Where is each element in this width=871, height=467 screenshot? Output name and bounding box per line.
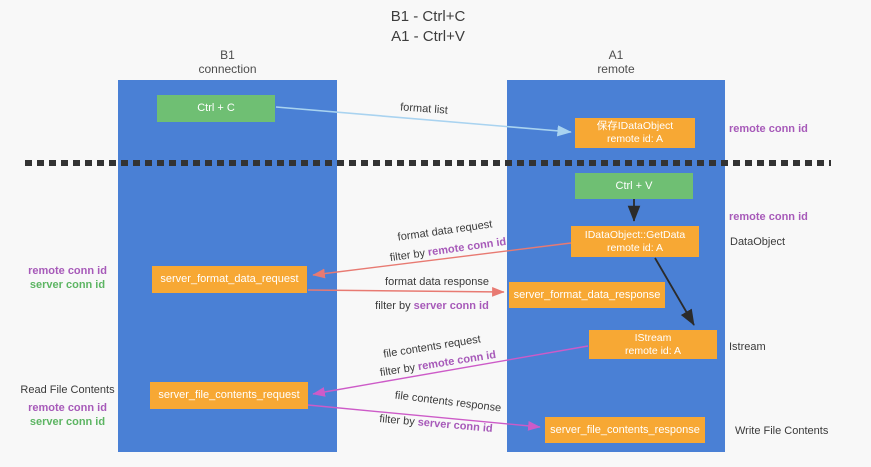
server-file-contents-request-box: server_file_contents_request: [150, 382, 308, 409]
title-line-1: B1 - Ctrl+C: [390, 8, 466, 25]
read-file-contents-annotation: Read File Contents: [20, 384, 115, 396]
istream-annotation: Istream: [729, 341, 766, 353]
write-file-contents-annotation: Write File Contents: [735, 425, 829, 437]
server-conn-id-annotation-bottom-left: server conn id: [29, 416, 106, 428]
saved-idataobject-box: 保存IDataObject remote id: A: [575, 118, 695, 148]
ctrl-v-box: Ctrl + V: [575, 173, 693, 199]
idataobject-getdata-box: IDataObject::GetData remote id: A: [571, 226, 699, 257]
istream-box: IStream remote id: A: [589, 330, 717, 359]
column-header-b1: B1 connection: [198, 48, 257, 76]
ctrl-c-box: Ctrl + C: [157, 95, 275, 122]
format-list-label: format list: [399, 101, 449, 117]
b1-conn-ids-annotation: remote conn id server conn id: [20, 264, 115, 292]
copy-paste-divider-dashed-line: [25, 160, 831, 166]
format-data-response-label: format data response: [385, 276, 489, 288]
read-file-contents-annotation-group: Read File Contents remote conn id server…: [20, 383, 115, 429]
server-format-data-response-box: server_format_data_response: [509, 282, 665, 308]
remote-conn-id-annotation-top-right: remote conn id: [729, 123, 808, 135]
server-format-data-request-box: server_format_data_request: [152, 266, 307, 293]
column-header-a1: A1 remote: [597, 48, 635, 76]
server-file-contents-response-box: server_file_contents_response: [545, 417, 705, 443]
format-data-response-arrow: [307, 286, 505, 297]
remote-conn-id-annotation-mid-right: remote conn id: [729, 211, 808, 223]
file-contents-response-label: file contents response: [394, 389, 502, 415]
remote-conn-id-annotation-left: remote conn id: [28, 265, 107, 277]
title-line-2: A1 - Ctrl+V: [391, 28, 465, 45]
diagram-title: B1 - Ctrl+C A1 - Ctrl+V: [0, 7, 856, 47]
dataobject-annotation: DataObject: [730, 236, 786, 248]
server-conn-id-annotation-left: server conn id: [29, 279, 106, 291]
remote-conn-id-annotation-bottom-left: remote conn id: [28, 402, 107, 414]
